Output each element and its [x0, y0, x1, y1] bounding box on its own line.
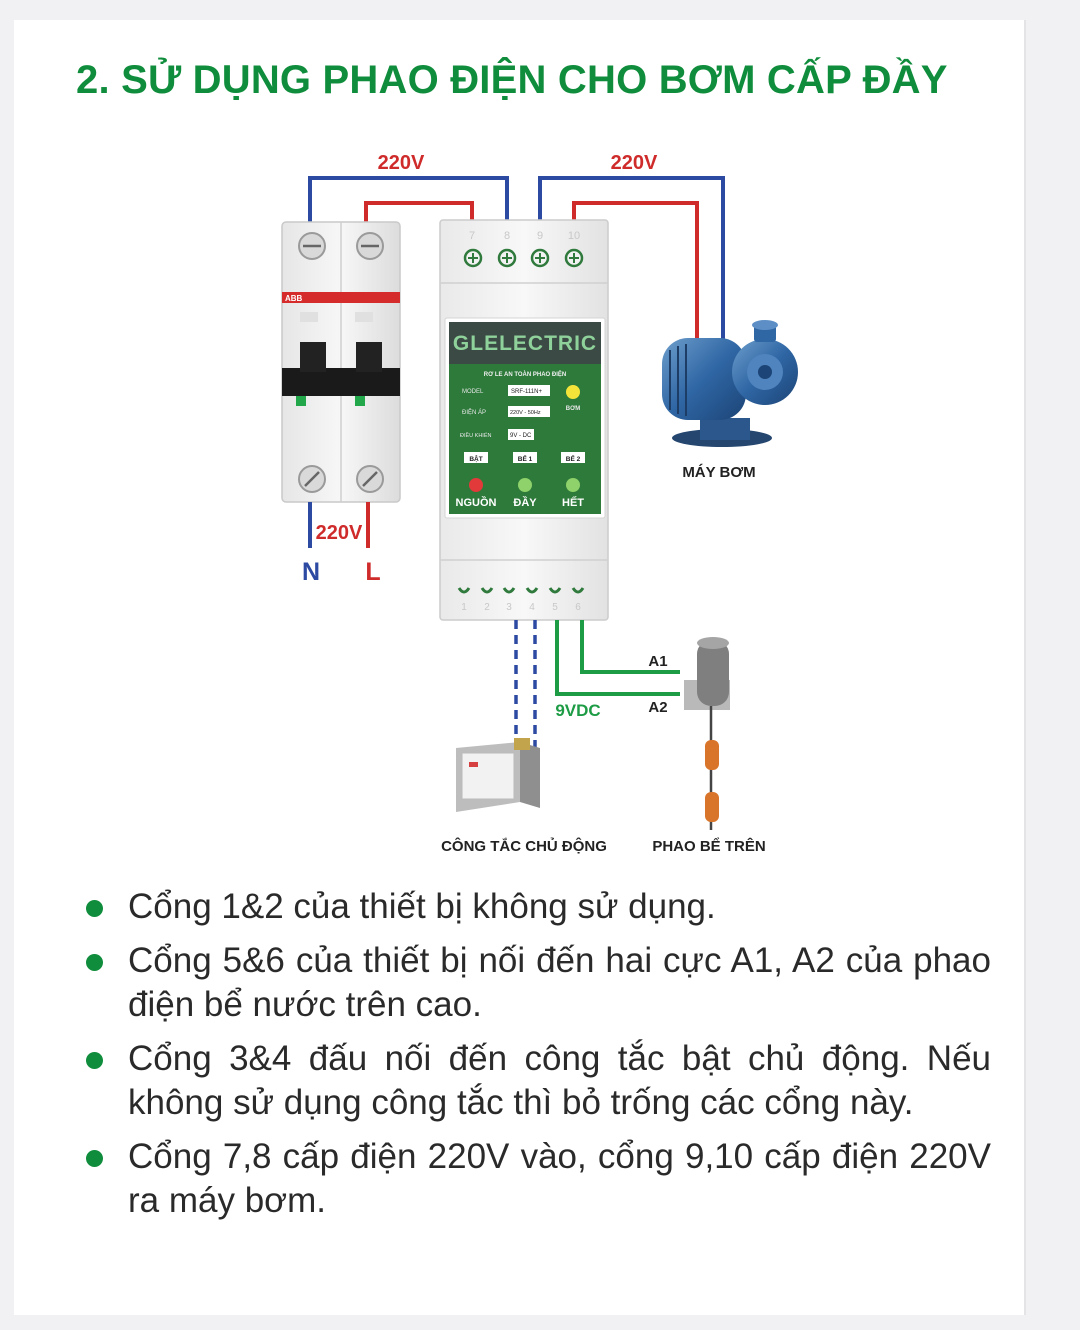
tag-tank2: BỂ 2: [566, 454, 581, 463]
bottom-terminals: 1 2 3 4 5 6: [457, 587, 585, 613]
input-wires: [308, 176, 509, 228]
terminal-label-4: 4: [529, 602, 535, 613]
terminal-label-9: 9: [537, 230, 543, 242]
switch-wires: [514, 620, 537, 752]
pump-led: [566, 385, 580, 399]
terminal-label-1: 1: [461, 602, 467, 613]
switch-icon: [456, 738, 540, 812]
tag-tank1: BỂ 1: [518, 454, 533, 463]
pump-label: MÁY BƠM: [682, 464, 755, 481]
list-item: Cổng 1&2 của thiết bị không sử dụng.: [76, 885, 991, 929]
terminal-label-10: 10: [568, 230, 580, 242]
neutral-label: N: [302, 558, 320, 586]
float-wires: [555, 620, 680, 696]
relay-brand: GLELECTRIC: [453, 332, 597, 355]
terminal-label-7: 7: [469, 230, 475, 242]
list-item-text: Cổng 1&2 của thiết bị không sử dụng.: [128, 887, 716, 926]
dc-voltage-label: 9VDC: [555, 701, 600, 720]
tag-on: BẬT: [469, 454, 482, 463]
empty-led: [566, 478, 580, 492]
float-sensor-icon: [684, 637, 730, 830]
wiring-diagram: 220V 220V ABB 220V N L GLELECTRIC RƠ: [281, 152, 798, 855]
terminal-label-5: 5: [552, 602, 558, 613]
circuit-breaker: ABB: [281, 221, 401, 503]
full-led-label: ĐẦY: [513, 496, 537, 509]
relay-subtitle: RƠ LE AN TOÀN PHAO ĐIỆN: [484, 370, 566, 378]
control-label: ĐIỀU KHIỂN: [460, 432, 492, 439]
terminal-label-8: 8: [504, 230, 510, 242]
voltage-label-input: 220V: [316, 522, 363, 544]
terminal-label-2: 2: [484, 602, 490, 613]
model-label: MODEL: [462, 389, 484, 395]
bullet-dot-icon: [86, 900, 103, 917]
voltage-spec-label: ĐIỆN ÁP: [462, 408, 486, 416]
bullet-dot-icon: [86, 1052, 103, 1069]
list-item: Cổng 5&6 của thiết bị nối đến hai cực A1…: [76, 939, 991, 1027]
empty-led-label: HẾT: [562, 496, 584, 509]
bullet-dot-icon: [86, 954, 103, 971]
model-value: SRF-111N+: [511, 389, 542, 395]
control-value: 9V - DC: [510, 433, 532, 439]
power-led: [469, 478, 483, 492]
float-label: PHAO BỂ TRÊN: [652, 837, 765, 855]
a2-label: A2: [648, 699, 667, 716]
list-item-text: Cổng 7,8 cấp điện 220V vào, cổng 9,10 cấ…: [128, 1137, 991, 1220]
instruction-list: Cổng 1&2 của thiết bị không sử dụng. Cổn…: [76, 885, 991, 1233]
terminal-label-6: 6: [575, 602, 581, 613]
top-terminals: 7 8 9 10: [463, 230, 584, 268]
line-label: L: [365, 558, 380, 586]
a1-label: A1: [648, 653, 667, 670]
list-item: Cổng 3&4 đấu nối đến công tắc bật chủ độ…: [76, 1037, 991, 1125]
relay-device: GLELECTRIC RƠ LE AN TOÀN PHAO ĐIỆN MODEL…: [439, 219, 609, 621]
page-title: 2. SỬ DỤNG PHAO ĐIỆN CHO BƠM CẤP ĐẦY: [76, 58, 948, 102]
switch-label: CÔNG TẮC CHỦ ĐỘNG: [441, 837, 607, 855]
voltage-label-right: 220V: [611, 152, 658, 174]
bullet-dot-icon: [86, 1150, 103, 1167]
power-led-label: NGUỒN: [456, 496, 497, 509]
output-wires: [538, 176, 725, 345]
terminal-label-3: 3: [506, 602, 512, 613]
pump-icon: [662, 320, 798, 447]
breaker-brand: ABB: [285, 294, 303, 303]
list-item: Cổng 7,8 cấp điện 220V vào, cổng 9,10 cấ…: [76, 1135, 991, 1223]
list-item-text: Cổng 3&4 đấu nối đến công tắc bật chủ độ…: [128, 1039, 991, 1122]
pump-led-label: BƠM: [566, 406, 580, 412]
voltage-label-left: 220V: [378, 152, 425, 174]
full-led: [518, 478, 532, 492]
voltage-spec-value: 220V - 50Hz: [510, 410, 541, 416]
list-item-text: Cổng 5&6 của thiết bị nối đến hai cực A1…: [128, 941, 991, 1024]
